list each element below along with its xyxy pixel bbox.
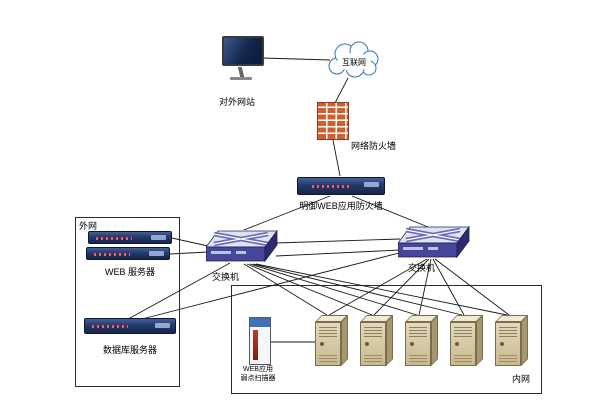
monitor-screen bbox=[222, 36, 264, 66]
db-server-icon bbox=[84, 318, 176, 334]
tower-server-4 bbox=[450, 315, 483, 366]
tower-side-face bbox=[431, 315, 438, 366]
connection-edge bbox=[334, 77, 349, 104]
tower-grill bbox=[454, 354, 472, 362]
waf-panel bbox=[364, 182, 379, 188]
tower-vents bbox=[409, 327, 427, 337]
tower-grill bbox=[319, 354, 337, 362]
db-server-label: 数据库服务器 bbox=[102, 345, 157, 355]
outer-zone-label: 外网 bbox=[79, 221, 98, 231]
tower-server-5 bbox=[495, 315, 528, 366]
tower-side-face bbox=[386, 315, 393, 366]
inner-zone-label: 内网 bbox=[512, 374, 531, 384]
monitor-stand bbox=[237, 67, 245, 77]
tower-front-face bbox=[315, 322, 341, 366]
web-server-2-panel bbox=[149, 251, 164, 257]
web-server-2-leds bbox=[94, 252, 130, 256]
tower-server-3 bbox=[405, 315, 438, 366]
connection-edge bbox=[275, 238, 401, 244]
scanner-box-stripe bbox=[253, 330, 258, 360]
tower-grill bbox=[409, 354, 427, 362]
tower-power-button bbox=[455, 342, 459, 346]
external-site-label: 对外网站 bbox=[218, 97, 255, 107]
tower-front-face bbox=[360, 322, 386, 366]
tower-front-face bbox=[450, 322, 476, 366]
db-server-leds bbox=[92, 325, 128, 329]
web-server-1-leds bbox=[96, 236, 132, 240]
tower-power-button bbox=[320, 342, 324, 346]
monitor-base bbox=[230, 77, 252, 80]
tower-power-button bbox=[410, 342, 414, 346]
connection-edge bbox=[275, 249, 401, 257]
tower-grill bbox=[499, 354, 517, 362]
tower-side-face bbox=[341, 315, 348, 366]
internet-cloud-icon: 互联网 bbox=[328, 41, 379, 78]
tower-front-face bbox=[495, 322, 521, 366]
tower-side-face bbox=[476, 315, 483, 366]
web-server-1-icon bbox=[88, 231, 172, 244]
tower-power-button bbox=[500, 342, 504, 346]
tower-vents bbox=[454, 327, 472, 337]
switch-right-icon bbox=[398, 226, 470, 259]
tower-vents bbox=[364, 327, 382, 337]
scanner-box-band bbox=[250, 318, 270, 327]
tower-server-1 bbox=[315, 315, 348, 366]
tower-vents bbox=[499, 327, 517, 337]
web-server-2-icon bbox=[86, 247, 170, 260]
tower-vents bbox=[319, 327, 337, 337]
db-server-panel bbox=[155, 322, 170, 328]
firewall-icon bbox=[317, 102, 349, 140]
tower-power-button bbox=[365, 342, 369, 346]
tower-grill bbox=[364, 354, 382, 362]
waf-appliance-icon bbox=[297, 177, 385, 195]
switch-left-label: 交换机 bbox=[212, 272, 240, 282]
tower-server-2 bbox=[360, 315, 393, 366]
internet-label: 互联网 bbox=[342, 58, 366, 67]
web-server-label: WEB 服务器 bbox=[104, 267, 155, 277]
connection-edge bbox=[261, 57, 331, 61]
web-server-1-panel bbox=[151, 235, 166, 241]
network-firewall-label: 网络防火墙 bbox=[351, 141, 397, 151]
tower-side-face bbox=[521, 315, 528, 366]
connection-edge bbox=[332, 139, 341, 177]
tower-front-face bbox=[405, 322, 431, 366]
switch-left-icon bbox=[206, 230, 278, 263]
waf-label: 明御WEB应用防火墙 bbox=[299, 201, 383, 211]
switch-right-label: 交换机 bbox=[408, 263, 436, 273]
scanner-box-icon bbox=[249, 317, 271, 365]
scanner-label: WEB应用弱点扫描器 bbox=[240, 366, 276, 382]
waf-leds bbox=[312, 185, 352, 189]
monitor-icon bbox=[222, 36, 264, 94]
